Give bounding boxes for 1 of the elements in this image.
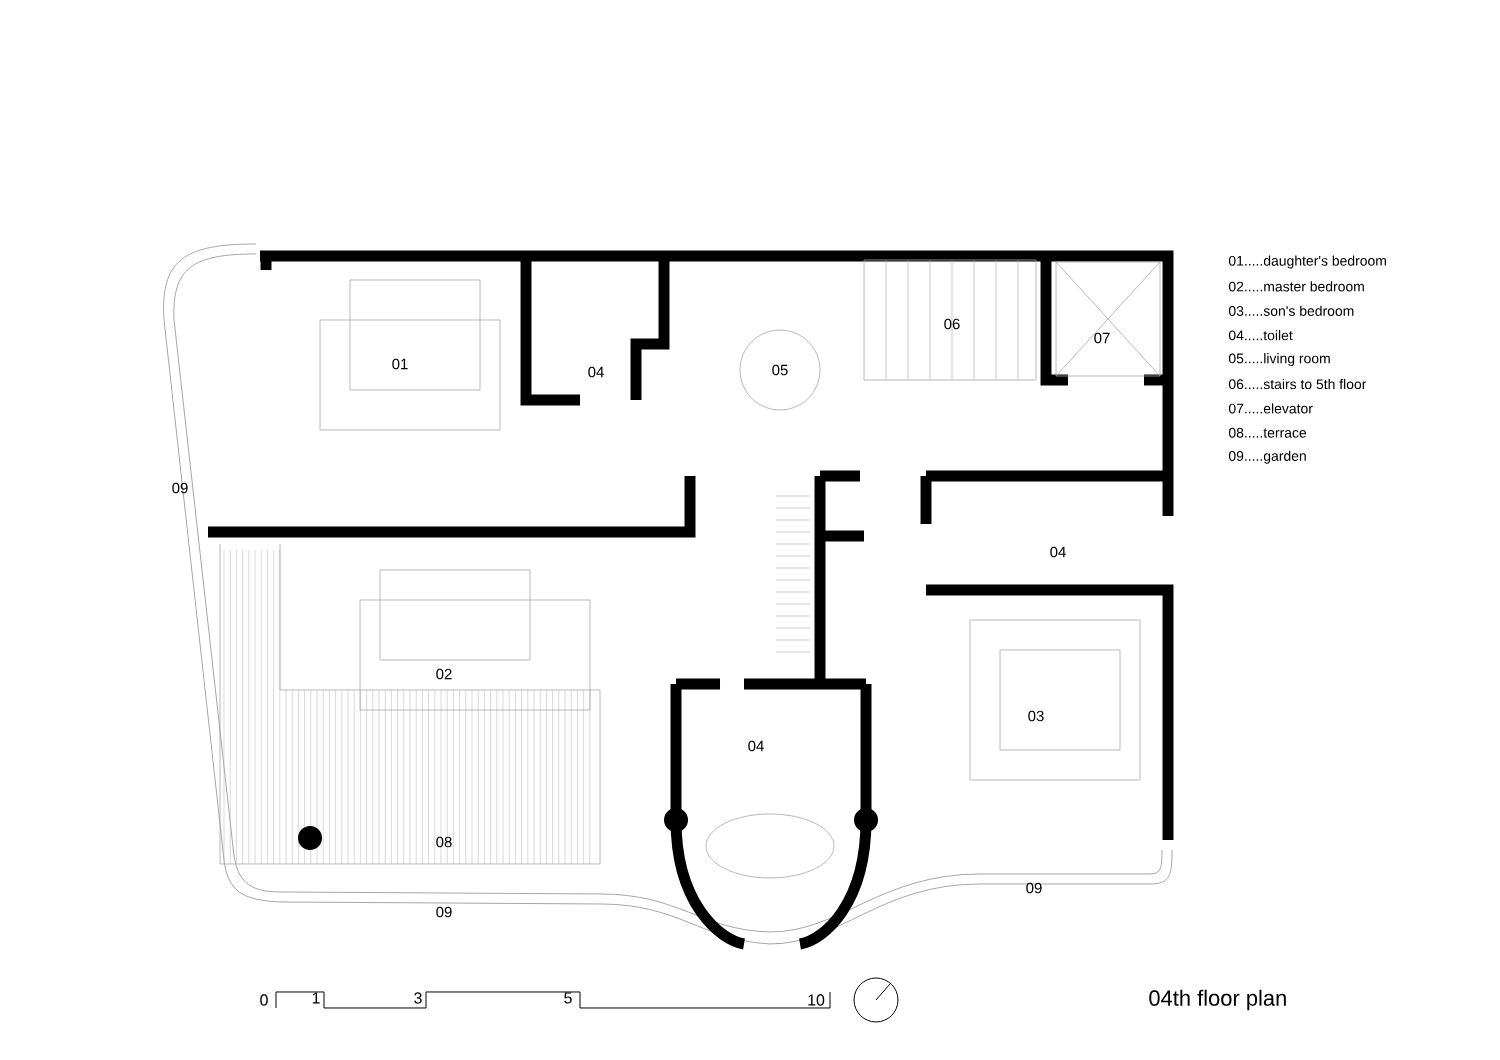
plan-title: 04th floor plan (1149, 989, 1286, 1011)
